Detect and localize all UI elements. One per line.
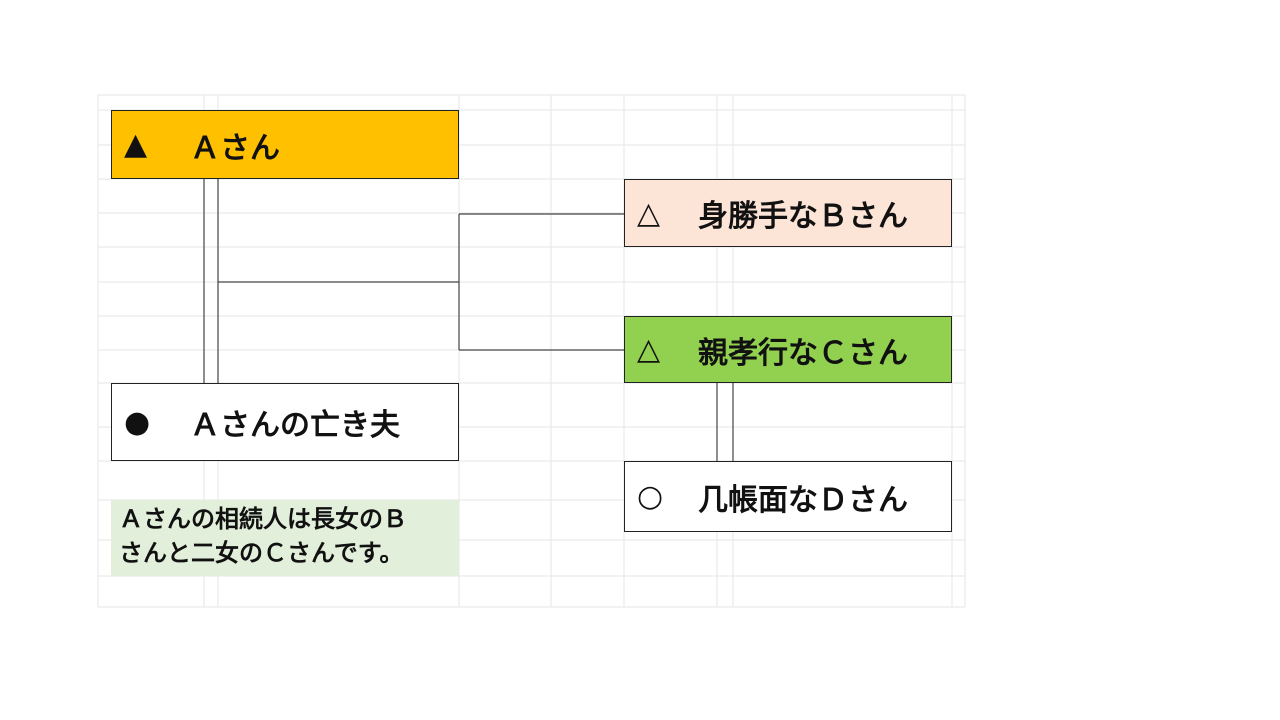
spouse-label: Ａさんの亡き夫 bbox=[190, 408, 400, 443]
person-a-label: Ａさん bbox=[190, 130, 280, 166]
triangle-filled-icon: ▲ bbox=[124, 127, 148, 162]
circle-filled-icon: ● bbox=[124, 404, 151, 440]
heirs-note: Ａさんの相続人は長女のＢ さんと二女のＣさんです。 bbox=[111, 500, 459, 576]
triangle-outline-icon: △ bbox=[637, 195, 661, 231]
person-c-box: △ 親孝行なＣさん bbox=[624, 316, 952, 383]
spouse-box: ● Ａさんの亡き夫 bbox=[111, 383, 459, 461]
person-a-box: ▲ Ａさん bbox=[111, 110, 459, 179]
heirs-note-line-2: さんと二女のＣさんです。 bbox=[119, 539, 404, 567]
person-d-box: ○ 几帳面なＤさん bbox=[624, 461, 952, 532]
person-b-label: 身勝手なＢさん bbox=[698, 199, 908, 234]
person-c-label: 親孝行なＣさん bbox=[698, 335, 908, 371]
triangle-outline-icon: △ bbox=[637, 332, 661, 367]
person-d-label: 几帳面なＤさん bbox=[698, 482, 908, 518]
person-b-box: △ 身勝手なＢさん bbox=[624, 179, 952, 247]
heirs-note-line-1: Ａさんの相続人は長女のＢ bbox=[119, 505, 407, 533]
circle-outline-icon: ○ bbox=[637, 479, 664, 514]
